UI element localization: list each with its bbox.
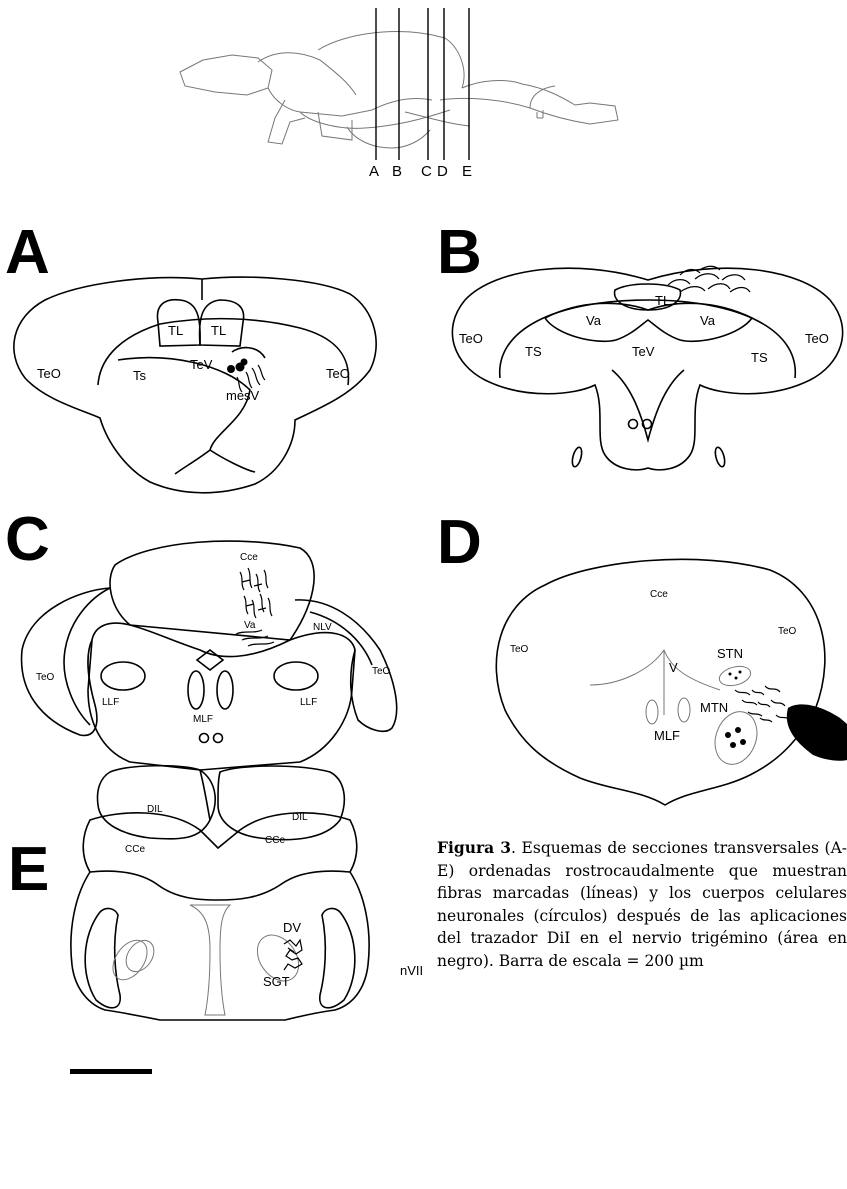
label-cce: Cce — [240, 552, 258, 563]
mesV-cell-body — [241, 359, 248, 366]
label-mlf: MLF — [193, 714, 213, 725]
section-lines: A B C D E — [369, 8, 472, 180]
label-tl: TL — [211, 323, 226, 338]
label-sgt: SGT — [263, 974, 290, 989]
label-mtn: MTN — [700, 700, 728, 715]
panel-b-letter: B — [437, 218, 482, 287]
label-cce: Cce — [650, 589, 668, 600]
label-cce: CCe — [265, 835, 285, 846]
scale-bar — [70, 1069, 152, 1074]
label-teo: TeO — [510, 644, 529, 655]
label-stn: STN — [717, 646, 743, 661]
section-line-label: B — [392, 163, 402, 180]
section-line-label: E — [462, 163, 472, 180]
label-teo: TeO — [459, 331, 483, 346]
label-teo: TeO — [778, 626, 797, 637]
mesV-cell-body — [227, 365, 235, 373]
label-tev: TeV — [190, 357, 213, 372]
label-tl: TL — [655, 293, 670, 308]
label-nv: nV — [822, 732, 838, 747]
label-dv: DV — [283, 920, 301, 935]
label-teo: TeO — [372, 666, 391, 677]
label-va: Va — [700, 313, 716, 328]
panel-e-letter: E — [8, 835, 49, 904]
panel-c-letter: C — [5, 505, 50, 574]
label-nvii: nVII — [400, 963, 423, 978]
label-mesv: mesV — [226, 388, 260, 403]
panel-c: C Cce Va NLV TeO TeO LLF MLF LLF DIL DIL — [5, 505, 397, 840]
section-line-label: C — [421, 163, 432, 180]
label-nlv: NLV — [313, 622, 332, 633]
panel-a-letter: A — [5, 218, 50, 287]
label-ts: Ts — [133, 368, 147, 383]
label-llf: LLF — [300, 697, 317, 708]
label-v: V — [669, 660, 678, 675]
panel-d: D Cce TeO TeO STN V MTN MLF nV — [437, 508, 847, 805]
label-va: Va — [244, 620, 256, 631]
caption-text: . Esquemas de secciones transversales (A… — [437, 839, 847, 970]
label-ts: TS — [525, 344, 542, 359]
panel-e-cce — [83, 813, 357, 900]
label-teo: TeO — [805, 331, 829, 346]
panel-a: A TL TL TeO TeV TeO Ts mesV — [5, 218, 376, 493]
figure-caption: Figura 3. Esquemas de secciones transver… — [437, 837, 847, 987]
label-tl: TL — [168, 323, 183, 338]
label-cce: CCe — [125, 844, 145, 855]
label-tev: TeV — [632, 344, 655, 359]
panel-e: E CCe CCe DV SGT nVII — [8, 813, 423, 1020]
label-mlf: MLF — [654, 728, 680, 743]
figure-label: Figura 3 — [437, 838, 511, 857]
label-teo: TeO — [326, 366, 350, 381]
label-va: Va — [586, 313, 602, 328]
label-teo: TeO — [37, 366, 61, 381]
section-line-label: A — [369, 163, 379, 180]
label-ts: TS — [751, 350, 768, 365]
panel-d-letter: D — [437, 508, 482, 577]
label-llf: LLF — [102, 697, 119, 708]
panel-b: B TL Va Va TeO TeO TS TeV TS — [437, 218, 843, 470]
label-teo: TeO — [36, 672, 55, 683]
section-line-label: D — [437, 163, 448, 180]
panel-c-dil-right — [218, 766, 344, 840]
trigeminal-nerve-dii-application — [787, 704, 847, 760]
